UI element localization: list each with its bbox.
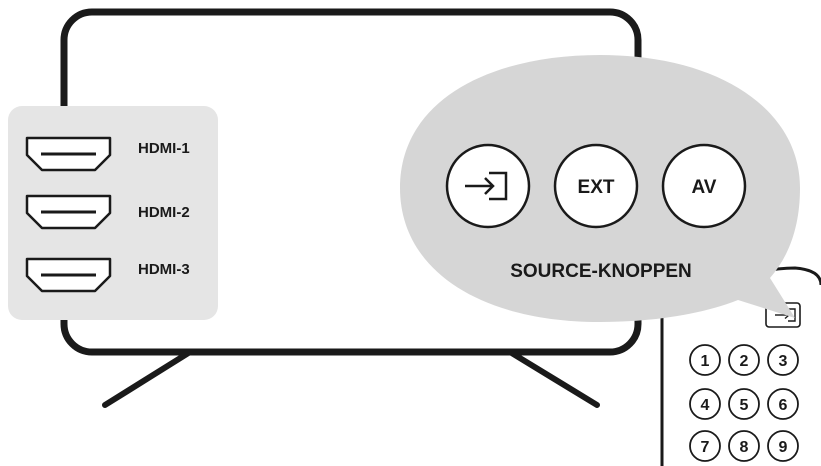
remote-key-1[interactable]: 1	[689, 344, 721, 376]
av-button[interactable]: AV	[661, 143, 747, 229]
hdmi-port-row-3: HDMI-3	[25, 257, 190, 293]
remote-key-label: 5	[740, 397, 749, 414]
remote-control: 1 2 3 4 5 6 7	[660, 266, 821, 466]
source-buttons-callout: EXT AV SOURCE-KNOPPEN	[400, 55, 800, 322]
remote-key-label: 1	[701, 353, 710, 370]
av-button-label: AV	[692, 177, 717, 198]
tv-stand-left-leg	[102, 349, 193, 408]
remote-key-2[interactable]: 2	[728, 344, 760, 376]
tv-stand	[102, 349, 600, 408]
remote-key-label: 9	[779, 439, 788, 456]
hdmi-port-label: HDMI-3	[138, 261, 190, 278]
remote-key-label: 4	[701, 397, 710, 414]
remote-key-label: 3	[779, 353, 788, 370]
ext-button-label: EXT	[578, 177, 615, 198]
remote-keypad: 1 2 3 4 5 6 7	[689, 344, 799, 462]
hdmi-port-row-2: HDMI-2	[25, 194, 190, 230]
remote-key-6[interactable]: 6	[767, 388, 799, 420]
hdmi-port-row-1: HDMI-1	[25, 136, 190, 172]
remote-key-7[interactable]: 7	[689, 430, 721, 462]
ext-button[interactable]: EXT	[553, 143, 639, 229]
input-source-icon	[465, 171, 508, 201]
remote-key-label: 2	[740, 353, 749, 370]
remote-key-5[interactable]: 5	[728, 388, 760, 420]
tv-stand-right-leg	[507, 349, 600, 408]
remote-key-9[interactable]: 9	[767, 430, 799, 462]
callout-caption: SOURCE-KNOPPEN	[510, 261, 692, 282]
hdmi-port-label: HDMI-2	[138, 204, 190, 221]
remote-key-8[interactable]: 8	[728, 430, 760, 462]
remote-key-label: 7	[701, 439, 710, 456]
remote-key-4[interactable]: 4	[689, 388, 721, 420]
remote-key-label: 6	[779, 397, 788, 414]
remote-key-label: 8	[740, 439, 749, 456]
remote-key-3[interactable]: 3	[767, 344, 799, 376]
hdmi-port-label: HDMI-1	[138, 140, 190, 157]
hdmi-panel: HDMI-1 HDMI-2 HDMI-3	[8, 106, 218, 320]
source-input-button[interactable]	[445, 143, 531, 229]
